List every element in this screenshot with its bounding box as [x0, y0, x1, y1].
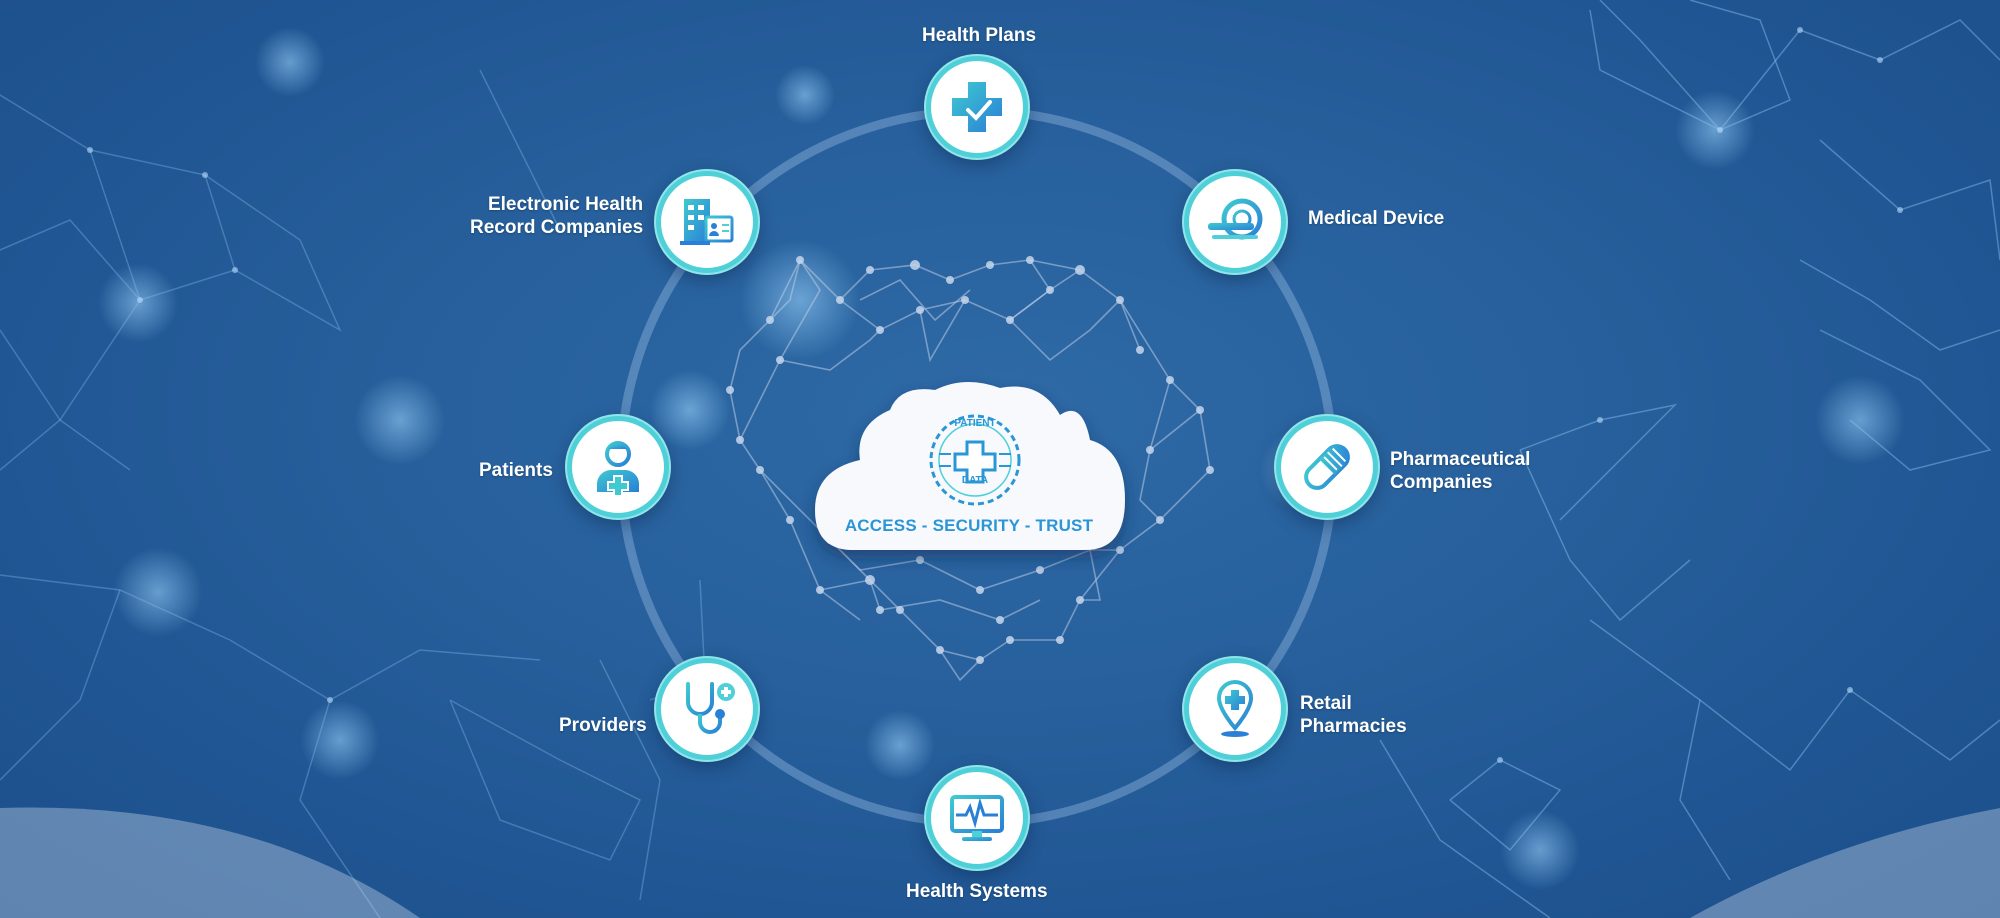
heart-monitor-icon [950, 795, 1004, 841]
label-health-plans: Health Plans [922, 25, 1037, 46]
stethoscope-icon [686, 682, 735, 734]
patient-data-badge-icon [929, 414, 1021, 506]
label-medical-device: Medical Device [1308, 208, 1445, 229]
node-retail-pharmacies[interactable] [1184, 658, 1286, 760]
patient-icon [597, 441, 639, 497]
mri-scanner-icon [1208, 198, 1263, 240]
node-health-systems[interactable] [926, 767, 1028, 869]
badge-bottom-text: DATA [961, 475, 989, 486]
medical-cross-check-icon [952, 82, 1002, 132]
patient-data-cloud: PATIENT DATA ACCESS - SECURITY - TRUST [808, 380, 1130, 558]
node-medical-device[interactable] [1184, 171, 1286, 273]
node-health-plans[interactable] [926, 56, 1028, 158]
node-ehr-companies[interactable] [656, 171, 758, 273]
hospital-records-icon [680, 199, 734, 245]
badge-top-text: PATIENT [954, 418, 996, 429]
label-providers: Providers [559, 715, 647, 736]
node-providers[interactable] [656, 658, 758, 760]
pharmacy-location-pin-icon [1216, 679, 1254, 737]
node-patients[interactable] [567, 416, 669, 518]
label-retail-pharmacies: Retail Pharmacies [1300, 693, 1407, 737]
node-pharmaceutical-companies[interactable] [1276, 416, 1378, 518]
capsule-icon [1304, 444, 1350, 490]
cloud-tagline: ACCESS - SECURITY - TRUST [844, 516, 1094, 535]
label-pharmaceutical-companies: Pharmaceutical Companies [1390, 449, 1531, 493]
label-patients: Patients [479, 460, 553, 481]
label-health-systems: Health Systems [906, 881, 1048, 902]
label-ehr-companies: Electronic Health Record Companies [470, 194, 644, 238]
